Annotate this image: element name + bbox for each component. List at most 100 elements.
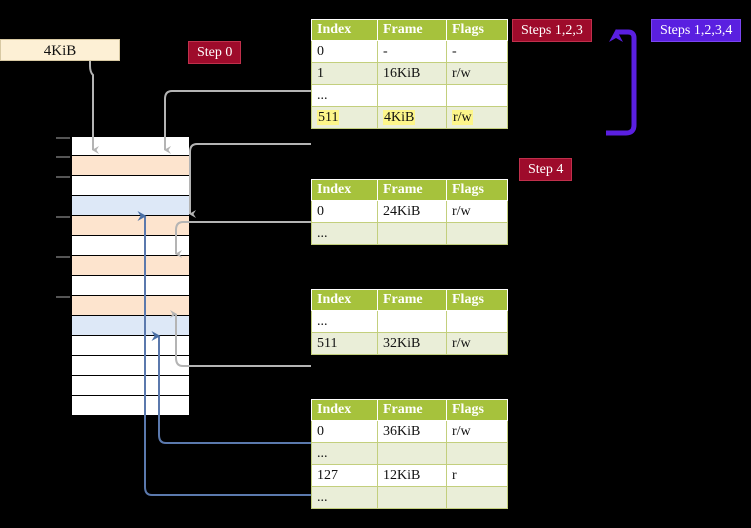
table-cell: - [377,40,447,63]
table-cell [377,222,447,245]
memory-frame-row [71,196,190,216]
highlighted-value: 4KiB [383,109,416,125]
memory-tick-mark [56,137,70,139]
table-header-flags: Flags [446,289,508,311]
table-cell: r [446,464,508,487]
table-cell [446,442,508,465]
table-cell: ... [311,222,378,245]
table-row: 511 4KiB r/w [311,106,508,129]
table-header-frame: Frame [377,19,447,41]
memory-frame-row [56,296,190,316]
table-cell: 0 [311,200,378,223]
table-header-flags: Flags [446,19,508,41]
wire-t1-row511-to-memory [189,143,311,218]
table-cell: 0 [311,40,378,63]
table-cell: 127 [311,464,378,487]
memory-tick-mark [56,256,70,258]
table-cell: 12KiB [377,464,447,487]
wire-t2-row0-to-memory [175,221,311,258]
table-cell: r/w [446,200,508,223]
memory-frame-row [56,156,190,176]
table-cell: 1 [311,62,378,85]
table-cell: 36KiB [377,420,447,443]
physical-memory-column [56,136,190,416]
memory-frame-row [56,216,190,236]
memory-tick-mark [56,176,70,178]
table-cell: 0 [311,420,378,443]
badge-step-0-label: Step 0 [197,45,233,60]
badge-steps-123-label: Steps 1,2,3 [521,23,583,38]
table-cell: r/w [446,106,508,129]
memory-frame-row [71,276,190,296]
table-header-flags: Flags [446,179,508,201]
table-cell [446,310,508,333]
table-cell: r/w [446,62,508,85]
table-cell: 24KiB [377,200,447,223]
wire-purple-loop [606,29,637,136]
table-row: ... [311,84,508,107]
memory-frame-row [56,256,190,276]
page-box-4kib: 4KiB [0,39,120,61]
table-cell: ... [311,310,378,333]
badge-steps-1234: Steps 1,2,3,4 [651,19,742,42]
table-cell: - [446,40,508,63]
table-header-index: Index [311,399,378,421]
badge-steps-123: Steps 1,2,3 [512,19,592,42]
table-cell: ... [311,84,378,107]
table-cell [377,442,447,465]
table-cell [446,222,508,245]
table-row: ... [311,486,508,509]
memory-frame-row [71,316,190,336]
memory-frame-row [71,336,190,356]
table-row: ... [311,442,508,465]
table-header-frame: Frame [377,179,447,201]
wire-t3-row511-to-memory [170,310,311,367]
memory-frame-row [56,176,190,196]
table-cell: 511 [311,106,378,129]
memory-frame-row [71,396,190,416]
table-header-frame: Frame [377,399,447,421]
memory-frame-row [71,356,190,376]
table-header-frame: Frame [377,289,447,311]
table-cell: ... [311,442,378,465]
table-cell [446,486,508,509]
table-cell [377,486,447,509]
table-header-index: Index [311,179,378,201]
highlighted-value: r/w [452,109,473,125]
memory-frame-row [71,376,190,396]
table-cell [446,84,508,107]
table-cell [377,310,447,333]
table-cell [377,84,447,107]
table-cell: 32KiB [377,332,447,355]
table-cell: r/w [446,420,508,443]
table-cell: 511 [311,332,378,355]
memory-tick-mark [56,216,70,218]
memory-frame-row [56,136,190,156]
table-row: 0-- [311,40,508,63]
badge-step-4: Step 4 [519,158,573,181]
table-cell: 4KiB [377,106,447,129]
memory-tick-mark [56,296,70,298]
table-header-index: Index [311,289,378,311]
badge-step-0: Step 0 [188,41,242,64]
memory-frame-row [71,236,190,256]
table-row: ... [311,310,508,333]
page-box-label: 4KiB [43,43,77,59]
table-cell: 16KiB [377,62,447,85]
badge-step-4-label: Step 4 [528,162,564,177]
table-cell: r/w [446,332,508,355]
highlighted-value: 511 [317,109,340,125]
table-header-index: Index [311,19,378,41]
memory-tick-mark [56,156,70,158]
table-row: ... [311,222,508,245]
table-header-flags: Flags [446,399,508,421]
